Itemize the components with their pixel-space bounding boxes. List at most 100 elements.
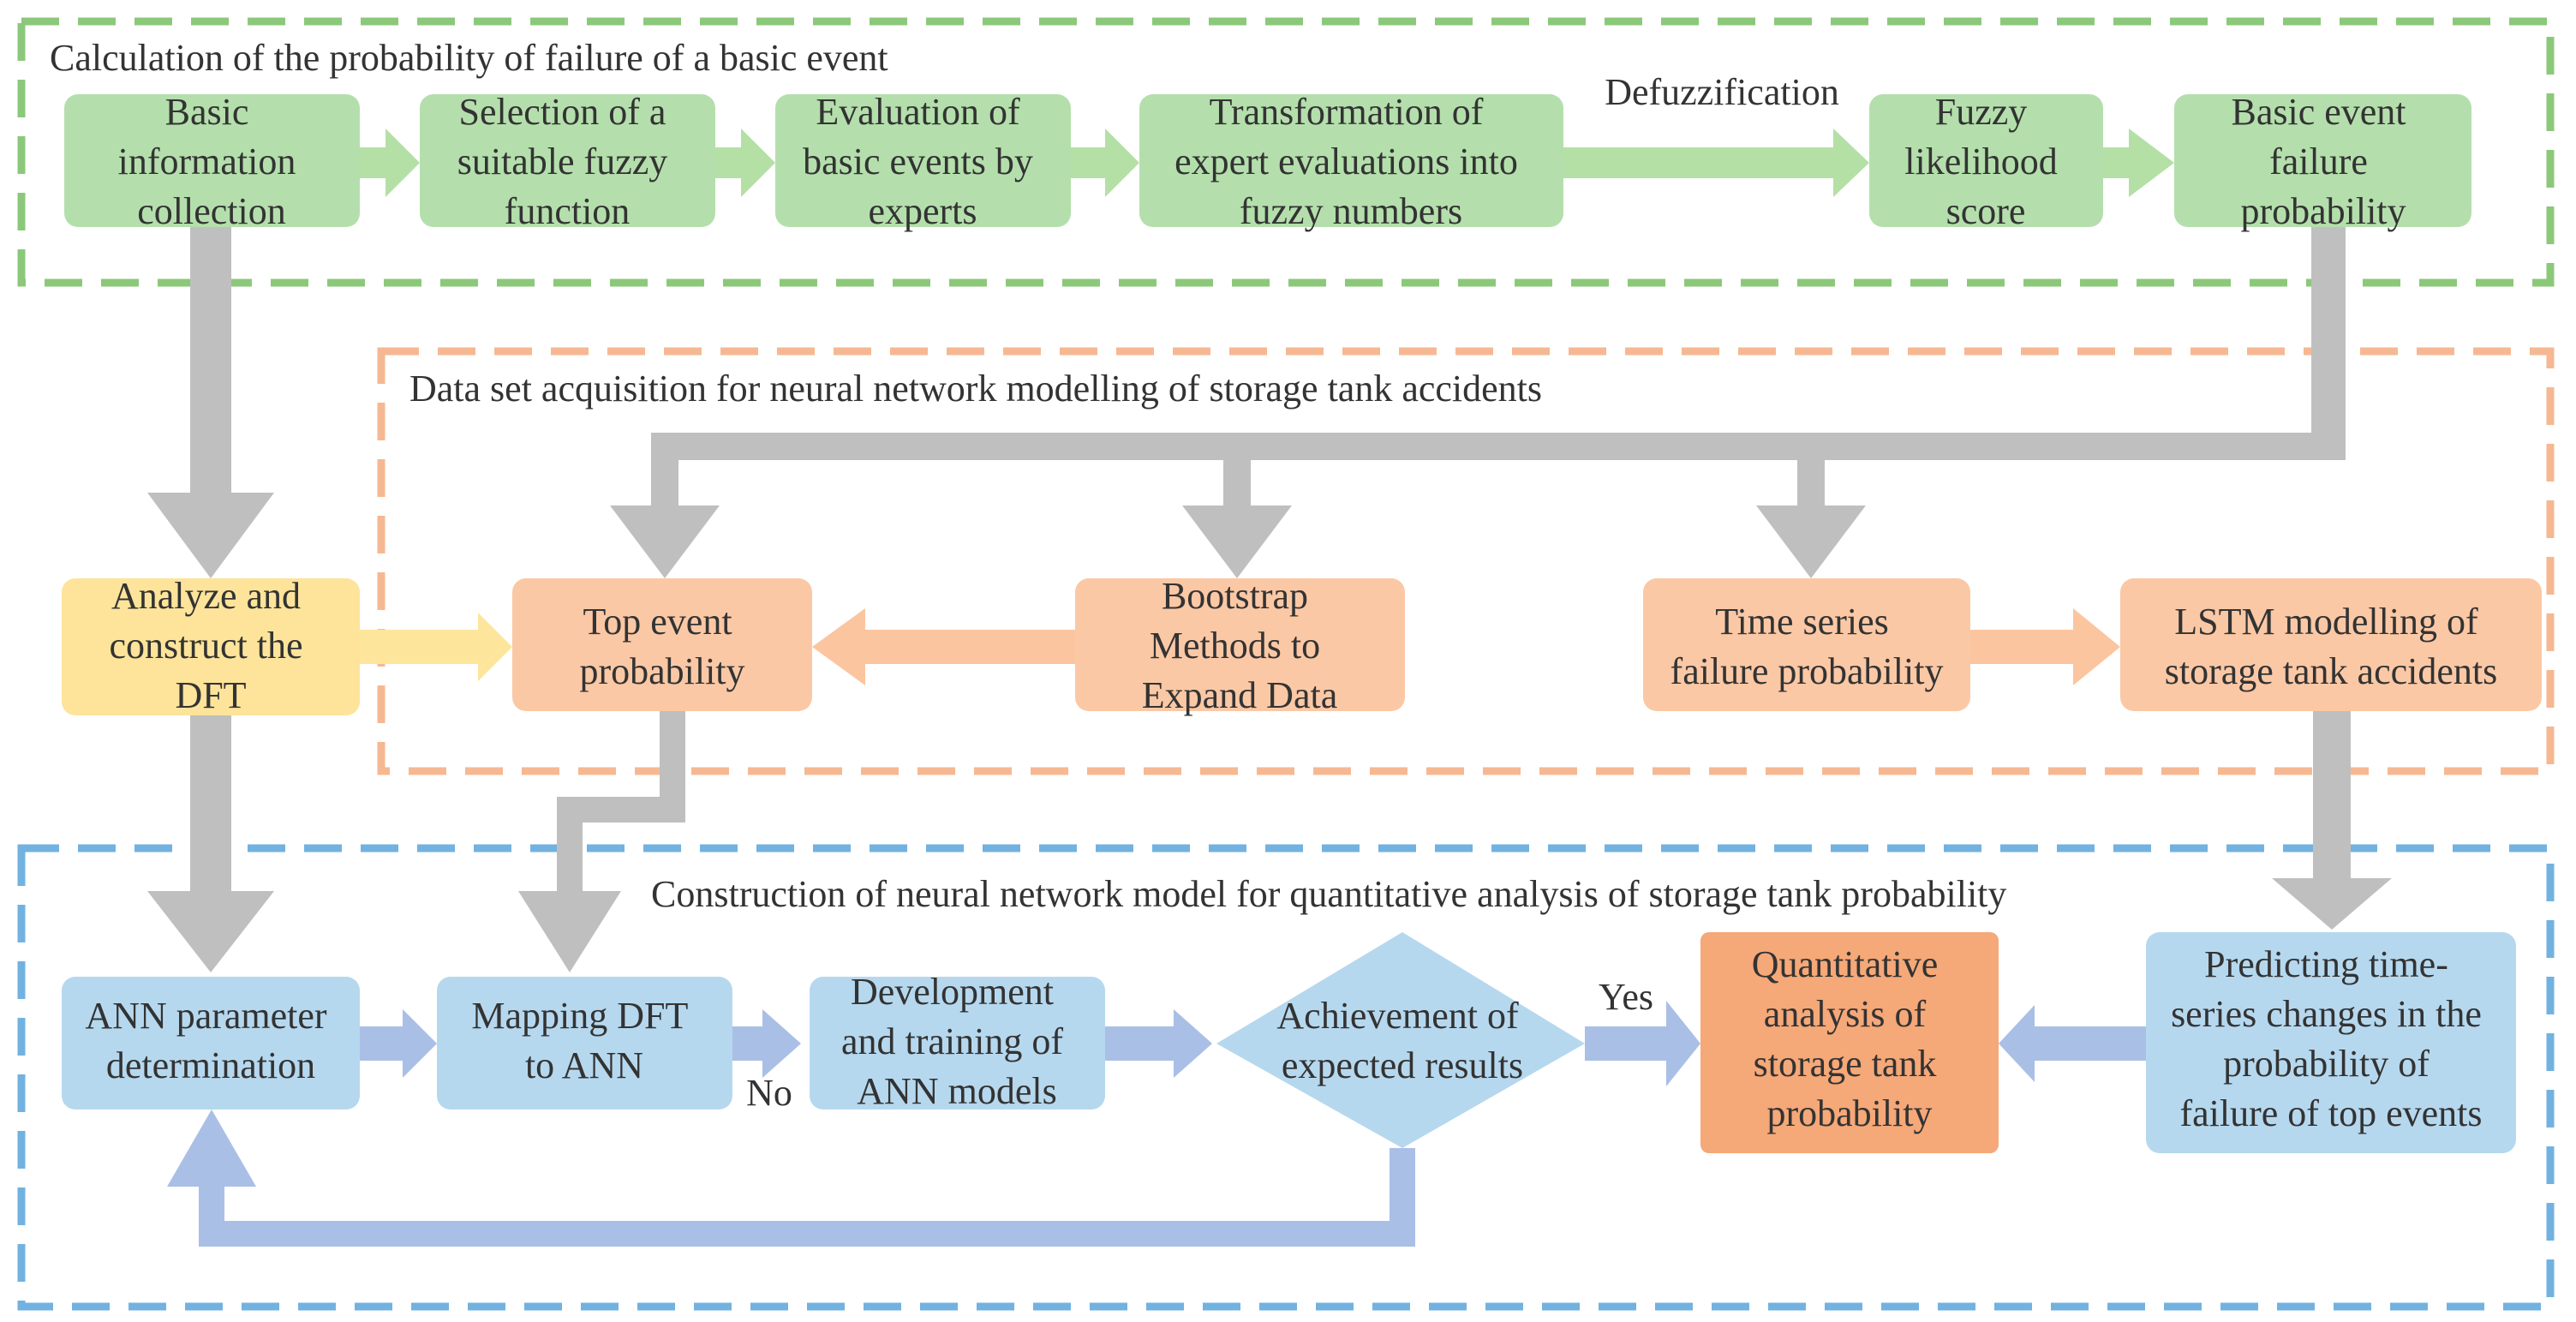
arrow-info-to-dft-head [147, 493, 274, 578]
node-dft-box [62, 578, 360, 715]
node-development-box [810, 977, 1105, 1110]
node-ann-param: ANN parameter determination [62, 977, 360, 1110]
node-transform-box [1139, 94, 1563, 227]
arrow-blue-2-head [762, 1009, 801, 1078]
node-dft: Analyze and construct the DFT [62, 575, 360, 716]
arrow-time-to-lstm-shaft [1970, 630, 2073, 664]
arrow-feedback-up-head [167, 1110, 256, 1187]
section-fuzzy-frame [17, 17, 2555, 287]
node-expert-eval-text: Evaluation of basic events by experts [803, 91, 1043, 232]
node-ann-param-box [62, 977, 360, 1110]
arrow-green-4-head [1833, 129, 1869, 197]
node-time-series: Time series failure probability [1643, 578, 1970, 711]
arrow-bootstrap-to-top-head [812, 608, 865, 685]
arrow-to-bootstrap-head [1182, 505, 1292, 578]
arrow-top-to-mapping-v2 [557, 797, 583, 891]
node-bootstrap-text: Bootstrap Methods to Expand Data [1142, 575, 1337, 716]
arrow-blue-yes-head [1666, 1001, 1700, 1086]
arrow-blue-1-head [403, 1009, 437, 1078]
node-fuzzy-function-box [420, 94, 715, 227]
node-basic-prob-box [2174, 94, 2471, 227]
node-quantitative-text: Quantitative analysis of storage tank pr… [1752, 943, 1948, 1134]
section-ann-title: Construction of neural network model for… [651, 873, 2006, 915]
arrow-feedback-up-shaft [199, 1187, 224, 1247]
arrow-feedback-horizontal [199, 1221, 1415, 1247]
arrow-top-to-mapping-head [518, 891, 621, 972]
arrow-predict-to-quant-shaft [2035, 1026, 2146, 1061]
section-dataset-title: Data set acquisition for neural network … [409, 368, 1542, 410]
arrow-green-2-head [741, 129, 775, 197]
arrow-dft-to-ann-head [147, 891, 274, 972]
node-time-series-text: Time series failure probability [1671, 601, 1944, 692]
node-transform-text: Transformation of expert evaluations int… [1174, 91, 1527, 232]
arrow-predict-to-quant-head [1999, 1005, 2035, 1082]
arrow-blue-2-shaft [732, 1026, 767, 1061]
arrow-lstm-to-predict-head [2272, 878, 2392, 930]
gray-arrows [147, 227, 2392, 972]
node-basic-prob: Basic event failure probability [2174, 91, 2471, 232]
node-mapping-box [437, 977, 732, 1110]
node-development-text: Development and training of ANN models [841, 971, 1073, 1112]
node-quantitative: Quantitative analysis of storage tank pr… [1700, 932, 1999, 1153]
node-achievement-diamond [1216, 932, 1585, 1148]
arrow-blue-1-shaft [360, 1026, 403, 1061]
node-lstm-box [2120, 578, 2542, 711]
arrow-to-bootstrap-shaft [1223, 446, 1251, 505]
node-predicting-box [2146, 932, 2516, 1153]
node-basic-prob-text: Basic event failure probability [2231, 91, 2415, 232]
node-bootstrap: Bootstrap Methods to Expand Data [1075, 575, 1405, 716]
node-expert-eval-box [775, 94, 1071, 227]
arrow-prob-vertical [2311, 227, 2346, 454]
node-top-event-box [512, 578, 812, 711]
green-arrows [360, 129, 2174, 197]
arrow-to-time-series-shaft [1797, 446, 1825, 505]
label-yes: Yes [1599, 976, 1653, 1018]
node-time-series-box [1643, 578, 1970, 711]
arrow-to-top-event-shaft [651, 433, 678, 505]
arrow-green-3-head [1105, 129, 1139, 197]
arrow-blue-3-shaft [1105, 1026, 1174, 1061]
arrow-green-5-head [2129, 129, 2174, 197]
arrow-dft-to-ann-shaft [190, 715, 231, 891]
node-fuzzy-function: Selection of a suitable fuzzy function [420, 91, 715, 232]
blue-arrows [167, 1001, 2146, 1247]
node-fuzzy-score: Fuzzy likelihood score [1869, 91, 2103, 232]
arrow-dft-to-top-shaft [358, 630, 478, 664]
arrow-green-1-head [386, 129, 420, 197]
arrow-bootstrap-to-top-shaft [865, 630, 1075, 664]
arrow-green-2-shaft [715, 147, 741, 178]
node-ann-param-text: ANN parameter determination [85, 995, 336, 1086]
section-fuzzy-title: Calculation of the probability of failur… [50, 37, 888, 79]
orange-arrows [358, 608, 2120, 685]
node-fuzzy-score-text: Fuzzy likelihood score [1904, 91, 2066, 232]
arrow-info-to-dft-shaft [190, 227, 231, 493]
arrow-time-to-lstm-head [2073, 608, 2120, 685]
node-predicting: Predicting time- series changes in the p… [2146, 932, 2516, 1153]
label-no: No [746, 1072, 792, 1114]
node-predicting-text: Predicting time- series changes in the p… [2171, 943, 2491, 1134]
node-basic-info-text: Basic information collection [118, 91, 306, 232]
section-dataset-frame [377, 347, 2555, 775]
label-defuzzification: Defuzzification [1605, 71, 1839, 113]
arrow-green-3-shaft [1071, 147, 1105, 178]
node-transform: Transformation of expert evaluations int… [1139, 91, 1563, 232]
arrow-blue-yes-shaft [1585, 1026, 1666, 1061]
node-mapping: Mapping DFT to ANN [437, 977, 732, 1110]
arrow-to-time-series-head [1756, 505, 1866, 578]
node-basic-info: Basic information collection [64, 91, 360, 232]
node-basic-info-box [64, 94, 360, 227]
arrow-prob-horizontal [651, 433, 2346, 460]
section-ann-frame [17, 844, 2555, 1311]
node-development: Development and training of ANN models [810, 971, 1105, 1112]
node-achievement: Achievement of expected results [1216, 932, 1585, 1148]
node-fuzzy-score-box [1869, 94, 2103, 227]
node-bootstrap-box [1075, 578, 1405, 711]
node-mapping-text: Mapping DFT to ANN [471, 995, 696, 1086]
node-dft-text: Analyze and construct the DFT [109, 575, 312, 716]
node-fuzzy-function-text: Selection of a suitable fuzzy function [457, 91, 678, 232]
node-quantitative-box [1700, 932, 1999, 1153]
node-achievement-text: Achievement of expected results [1276, 995, 1527, 1086]
node-top-event: Top event probability [512, 578, 812, 711]
arrow-lstm-to-predict-shaft [2313, 711, 2351, 878]
